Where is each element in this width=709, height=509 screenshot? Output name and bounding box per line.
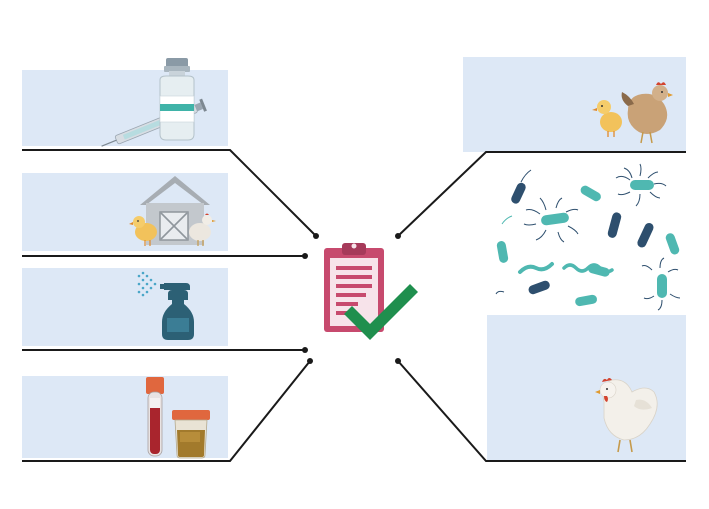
connector-vaccination <box>22 149 317 237</box>
connector-sampling <box>22 360 311 462</box>
right-item-poultry <box>395 57 686 239</box>
poultry-house-restricted-icon <box>129 176 216 246</box>
left-item-sampling <box>22 358 313 462</box>
right-item-bird <box>395 315 686 462</box>
white-chicken-icon <box>595 378 658 453</box>
clipboard-checkmark-icon <box>324 243 418 340</box>
disinfection-panel <box>22 268 228 346</box>
right-item-microorganisms <box>495 163 681 311</box>
connector-bird <box>397 360 686 462</box>
chick-and-hen-icon <box>592 82 673 144</box>
vaccine-vial-syringe-icon <box>101 58 207 147</box>
left-item-vaccination <box>22 58 319 239</box>
checkmark <box>344 284 418 340</box>
left-item-housing-isolation <box>22 173 308 259</box>
left-item-disinfection <box>22 268 308 353</box>
connector-poultry <box>397 151 686 237</box>
spray-bottle-icon <box>137 271 194 340</box>
bacteria-cluster-icon <box>495 163 681 311</box>
blood-tube-sample-container-icon <box>146 377 210 459</box>
bird-panel <box>487 315 686 461</box>
